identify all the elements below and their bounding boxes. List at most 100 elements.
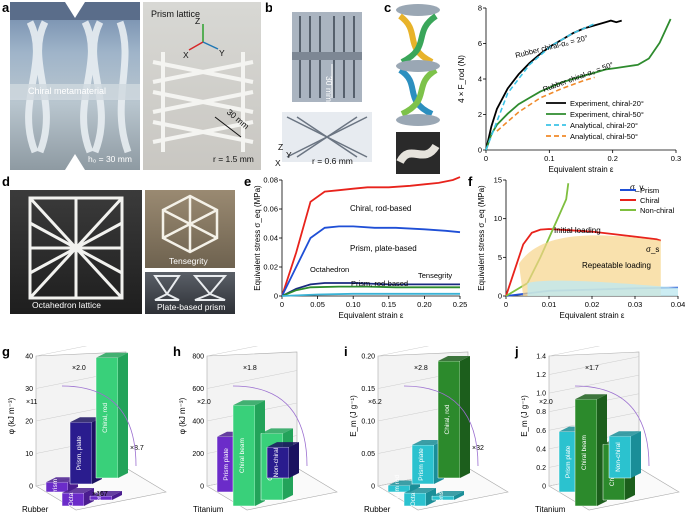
y-tick-label: 40 bbox=[25, 354, 33, 361]
bar-side bbox=[84, 488, 94, 506]
y-axis-label: 4 × F_rod (N) bbox=[457, 55, 466, 103]
y-tick-label: 0 bbox=[371, 484, 375, 491]
x-tick-label: 0.10 bbox=[346, 300, 361, 309]
bar-side bbox=[426, 488, 436, 506]
legend-label: Non-chiral bbox=[640, 206, 675, 215]
y-axis-label: E_m (J g⁻¹) bbox=[520, 395, 529, 437]
gridline bbox=[377, 346, 430, 357]
ratio-label: ×2.0 bbox=[197, 399, 211, 406]
bar-label: Prism bbox=[52, 479, 59, 496]
bar-top bbox=[62, 488, 94, 493]
y-tick-label: 0.2 bbox=[536, 465, 546, 472]
plate-prism-drawing bbox=[153, 275, 228, 301]
panel-label-i: i bbox=[344, 344, 348, 359]
y-axis-label: Equivalent stress σ_eq (MPa) bbox=[477, 185, 486, 291]
octahedron-lattice-label: Octahedron lattice bbox=[32, 300, 101, 310]
legend-label: Prism bbox=[640, 186, 659, 195]
material-label: Titanium bbox=[193, 505, 224, 514]
annotation: Repeatable loading bbox=[582, 261, 651, 270]
legend-label: Analytical, chiral-50° bbox=[570, 132, 638, 141]
annotation: Rubber chiral-α₀ = 20° bbox=[514, 33, 588, 60]
y-tick-label: 15 bbox=[494, 176, 502, 185]
ratio-label: ×167 bbox=[92, 491, 108, 498]
series-line bbox=[281, 176, 461, 297]
legend-label: Analytical, chiral-20° bbox=[570, 121, 638, 130]
material-label: Rubber bbox=[22, 505, 49, 514]
y-tick-label: 5 bbox=[498, 253, 502, 262]
y-tick-label: 0 bbox=[498, 292, 502, 301]
panel-label-c: c bbox=[384, 0, 392, 15]
bar-top bbox=[404, 488, 436, 493]
axis-z-b: Z bbox=[278, 142, 284, 152]
y-tick-label: 2 bbox=[478, 110, 482, 119]
y-tick-label: 0.04 bbox=[263, 234, 278, 243]
annotation: Rubber chiral-α₀ = 50° bbox=[542, 60, 615, 94]
dim-30mm-b: 30 mm bbox=[324, 76, 334, 102]
ratio-label: ×32 bbox=[472, 445, 484, 452]
y-tick-label: 0.6 bbox=[536, 428, 546, 435]
axis-z: Z bbox=[195, 16, 201, 26]
plate-prism-label: Plate-based prism bbox=[157, 302, 226, 312]
bar-label: Prism plate bbox=[223, 448, 230, 481]
x-tick-label: 0.20 bbox=[417, 300, 432, 309]
chart-j: 00.20.40.60.81.01.21.4E_m (J g⁻¹)Prism p… bbox=[520, 346, 680, 514]
axis-x: X bbox=[183, 50, 189, 60]
bar-top bbox=[70, 417, 102, 423]
bar-label: Prism plate bbox=[565, 445, 572, 478]
annotation: Initial loading bbox=[554, 226, 601, 235]
bar-label: Chiral, rod bbox=[102, 402, 109, 432]
chiral-metamaterial-label: Chiral metamaterial bbox=[28, 86, 107, 96]
x-tick-label: 0.25 bbox=[453, 300, 468, 309]
bar-label: Octa bbox=[68, 492, 75, 506]
series-line bbox=[281, 292, 460, 297]
y-tick-label: 10 bbox=[494, 214, 502, 223]
y-tick-label: 400 bbox=[192, 419, 204, 426]
gridline bbox=[35, 346, 88, 357]
ratio-label: ×11 bbox=[26, 399, 37, 406]
y-tick-label: 0 bbox=[200, 484, 204, 491]
bar-label: Prism, plate bbox=[76, 436, 83, 471]
y-tick-label: 0 bbox=[29, 484, 33, 491]
panel-label-b: b bbox=[265, 0, 273, 15]
y-tick-label: 1.4 bbox=[536, 354, 546, 361]
y-tick-label: 4 bbox=[478, 75, 482, 84]
y-tick-label: 0.15 bbox=[361, 386, 375, 393]
bar-label: Chiral beam bbox=[239, 438, 246, 473]
series-line bbox=[281, 225, 461, 297]
y-tick-label: 0.08 bbox=[263, 176, 278, 185]
gridline bbox=[206, 370, 298, 389]
y-tick-label: 0.4 bbox=[536, 446, 546, 453]
gridline bbox=[548, 346, 601, 357]
panel-label-g: g bbox=[2, 344, 10, 359]
y-tick-label: 1.0 bbox=[536, 391, 546, 398]
y-tick-label: 0.05 bbox=[361, 451, 375, 458]
bar-label: Non-chiral bbox=[273, 447, 280, 477]
y-tick-label: 0.20 bbox=[361, 354, 375, 361]
bar-top bbox=[438, 356, 470, 361]
y-tick-label: 0.02 bbox=[263, 263, 278, 272]
octahedron-lattice-drawing bbox=[28, 196, 124, 300]
deformed-rod-photo bbox=[396, 132, 440, 174]
tensegrity-label: Tensegrity bbox=[169, 256, 208, 266]
legend-label: Experiment, chiral-50° bbox=[570, 110, 644, 119]
r-label: r = 1.5 mm bbox=[213, 154, 254, 164]
annotation: Tensegrity bbox=[418, 271, 452, 280]
x-tick-label: 0.2 bbox=[607, 154, 617, 163]
gridline bbox=[206, 346, 259, 357]
ratio-label: ×1.7 bbox=[585, 365, 599, 372]
series-line bbox=[485, 23, 595, 151]
x-axis-label: Equivalent strain ε bbox=[549, 165, 614, 174]
tensegrity-drawing bbox=[161, 194, 219, 254]
prism-lattice-drawing bbox=[152, 24, 254, 152]
material-label: Titanium bbox=[535, 505, 566, 514]
bar-side bbox=[289, 442, 299, 478]
x-axis-label: Equivalent strain ε bbox=[560, 311, 625, 320]
bar-side bbox=[454, 491, 464, 500]
plate-prism-photo: Plate-based prism bbox=[145, 272, 235, 314]
y-tick-label: 600 bbox=[192, 386, 204, 393]
x-axis-label: Equivalent strain ε bbox=[339, 311, 404, 320]
